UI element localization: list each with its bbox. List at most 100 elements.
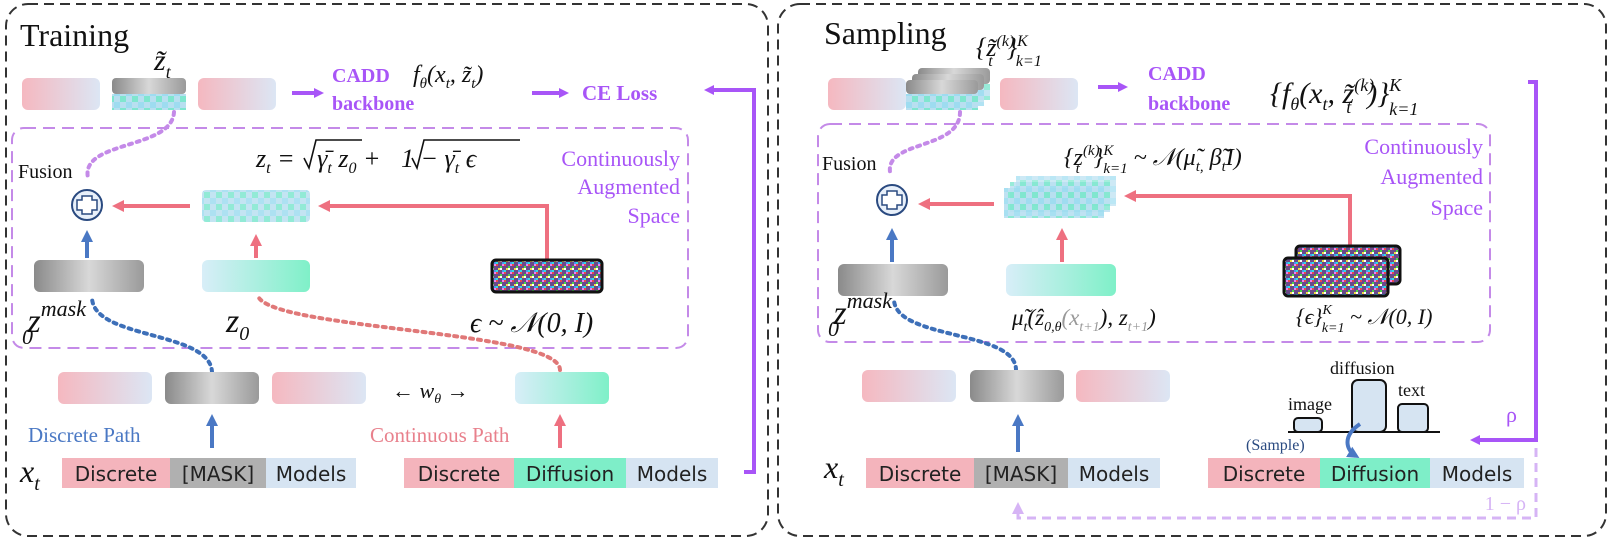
- sampling-continuously: Continuously: [1364, 134, 1483, 159]
- sampling-row-left-mask: [MASK]: [985, 462, 1057, 486]
- sampling-top-token-1: [828, 78, 906, 110]
- training-blue-dotted-path: [89, 294, 214, 374]
- training-noise-block: [490, 258, 604, 294]
- sampling-row-left-models: Models: [1079, 462, 1149, 486]
- sampling-hist-label-image: image: [1288, 394, 1332, 414]
- training-zt-block: [202, 190, 310, 222]
- training-continuous-path: Continuous Path: [370, 423, 510, 447]
- sampling-blue-dotted-path: [892, 298, 1018, 372]
- sampling-feedback-one-minus-rho: [1012, 448, 1538, 520]
- sampling-row-right-discrete: Discrete: [1223, 462, 1306, 486]
- sampling-hist-bar-image: [1293, 417, 1323, 433]
- sampling-bottom-token-3: [1076, 370, 1170, 402]
- training-eps-dist: ϵ ~ 𝒩(0, I): [470, 308, 593, 339]
- training-xt-label: xt: [19, 453, 40, 495]
- training-feedback-line: [704, 85, 756, 474]
- training-top-token-checker: [112, 94, 186, 110]
- sampling-one-minus-rho-label: 1 − ρ: [1485, 493, 1526, 515]
- sampling-mu-block: [1006, 264, 1116, 296]
- training-augmented: Augmented: [577, 174, 680, 199]
- sampling-space: Space: [1430, 195, 1483, 220]
- sampling-fusion-dotted-up: [887, 110, 962, 174]
- sampling-sample-arrow: [1345, 422, 1362, 459]
- training-bottom-token-teal: [515, 372, 609, 404]
- training-row-left-models-bg: [266, 458, 356, 488]
- sampling-hist-label-diffusion: diffusion: [1330, 358, 1395, 378]
- sampling-top-stack-1b: [906, 94, 978, 110]
- training-z0-label: z0: [225, 303, 249, 345]
- sampling-bottom-token-mask: [970, 370, 1064, 402]
- training-discrete-path: Discrete Path: [28, 423, 141, 447]
- training-bottom-token-1: [58, 372, 152, 404]
- sampling-row-left-discrete-bg: [866, 458, 974, 488]
- training-augmented-space-box: [11, 127, 689, 349]
- training-row-right-discrete-bg: [404, 458, 514, 488]
- sampling-bottom-token-1: [862, 370, 956, 402]
- sampling-sample-label: (Sample): [1246, 437, 1305, 454]
- sampling-augmented: Augmented: [1380, 164, 1483, 189]
- training-sqrt-sign-1: [303, 139, 362, 171]
- sampling-feedback-rho-line: [1470, 80, 1538, 445]
- training-row-right-diffusion: Diffusion: [526, 462, 614, 486]
- training-sqrt-sign-2: [411, 139, 520, 171]
- training-w-theta: ← wθ →: [392, 378, 469, 407]
- sampling-row-right-models-bg: [1430, 458, 1524, 488]
- sampling-hist-label-text: text: [1398, 380, 1425, 400]
- training-fusion-label: Fusion: [18, 161, 72, 183]
- training-backbone-label: backbone: [332, 93, 414, 115]
- sampling-zt-stack-1: [1004, 188, 1104, 218]
- training-red-dotted-path: [256, 294, 562, 372]
- sampling-row-left-mask-bg: [974, 458, 1068, 488]
- sampling-backbone-label: backbone: [1148, 93, 1230, 115]
- sampling-row-right-discrete-bg: [1208, 458, 1320, 488]
- sampling-row-right-models: Models: [1442, 462, 1512, 486]
- training-cadd-label: CADD: [332, 65, 390, 87]
- training-row-right-models: Models: [637, 462, 707, 486]
- training-title: Training: [20, 17, 129, 53]
- training-bottom-token-mask: [165, 372, 259, 404]
- training-row-right-models-bg: [626, 458, 718, 488]
- training-z0-block: [202, 260, 310, 292]
- training-z-tilde-label: z̃t: [153, 44, 172, 82]
- sampling-row-right-diffusion-bg: [1320, 458, 1430, 488]
- training-row-left-mask: [MASK]: [182, 462, 254, 486]
- training-panel-border: [5, 3, 769, 537]
- sampling-row-left-discrete: Discrete: [879, 462, 962, 486]
- sampling-hist-bar-diffusion: [1351, 379, 1387, 433]
- sampling-fusion-label: Fusion: [822, 153, 876, 175]
- training-cadd-formula: fθ(xt, z̃t): [413, 62, 483, 92]
- sampling-row-right-diffusion: Diffusion: [1331, 462, 1419, 486]
- training-top-token-mask: [112, 78, 186, 94]
- training-row-left-discrete: Discrete: [75, 462, 158, 486]
- sampling-z0-mask-block: [838, 264, 948, 296]
- sampling-rho-label: ρ: [1506, 402, 1517, 427]
- sampling-hist-bar-text: [1397, 403, 1429, 433]
- training-zt-formula: zt = γ̄t z0 + 1 − γ̄t ϵ: [255, 144, 478, 177]
- training-space: Space: [627, 203, 680, 228]
- training-ce-loss: CE Loss: [582, 81, 657, 105]
- training-fusion-dotted-up: [85, 110, 176, 180]
- sampling-top-stack-1: [906, 80, 978, 94]
- sampling-fusion-plus-cross: [881, 190, 903, 210]
- training-top-token-1: [22, 78, 100, 110]
- sampling-xt-label: xt: [823, 449, 844, 491]
- sampling-noise-stack-1: [1282, 256, 1390, 298]
- sampling-title: Sampling: [824, 15, 947, 51]
- training-row-left-mask-bg: [170, 458, 266, 488]
- training-bottom-token-3: [272, 372, 366, 404]
- sampling-top-token-3: [1000, 78, 1078, 110]
- training-arrow-noise-to-zt: [318, 200, 549, 260]
- training-continuously: Continuously: [561, 146, 680, 171]
- training-fusion-plus-cross: [76, 195, 98, 215]
- training-row-left-discrete-bg: [62, 458, 170, 488]
- training-row-right-discrete: Discrete: [418, 462, 501, 486]
- sampling-panel-border: [777, 3, 1607, 537]
- sampling-row-left-models-bg: [1068, 458, 1160, 488]
